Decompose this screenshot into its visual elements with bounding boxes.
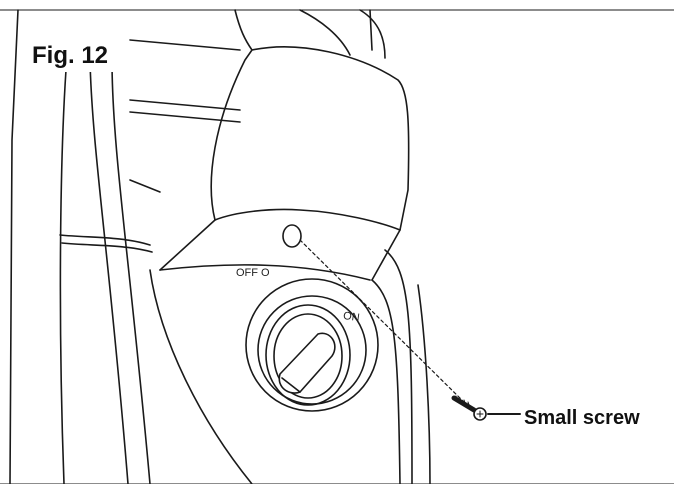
screw-leader-dashed	[299, 239, 471, 409]
front-cover	[210, 46, 410, 231]
switch-off-label: OFF O	[236, 267, 270, 279]
cover-lip-right	[371, 229, 401, 281]
rail-left-2	[111, 59, 151, 484]
figure-label: Fig. 12	[30, 42, 115, 72]
cap-top-line	[299, 9, 351, 56]
switch-on-label: ON	[342, 310, 361, 325]
panel-curve	[149, 269, 253, 484]
switch-bezel-outer	[245, 278, 379, 412]
rib-4	[129, 179, 161, 193]
body-left-curve	[59, 69, 67, 484]
rib-2	[129, 99, 241, 111]
cap-left-line	[234, 9, 253, 51]
cover-lip-left	[159, 219, 216, 271]
body-left-edge	[9, 9, 19, 484]
rib-1	[129, 39, 241, 51]
housing-right-edge	[384, 249, 413, 484]
housing-right-edge-3	[417, 284, 431, 484]
housing-right-edge-2	[371, 279, 401, 484]
cap-right-line-2	[369, 9, 373, 51]
screw-hole	[282, 224, 302, 248]
cord-line-2	[61, 242, 153, 253]
cover-lip-bottom	[159, 264, 371, 281]
screw-icon	[451, 395, 487, 421]
rotary-knob-icon	[265, 304, 351, 406]
small-screw-callout: Small screw	[524, 407, 640, 429]
rail-left-1	[89, 59, 129, 484]
cap-right-line	[359, 9, 386, 59]
